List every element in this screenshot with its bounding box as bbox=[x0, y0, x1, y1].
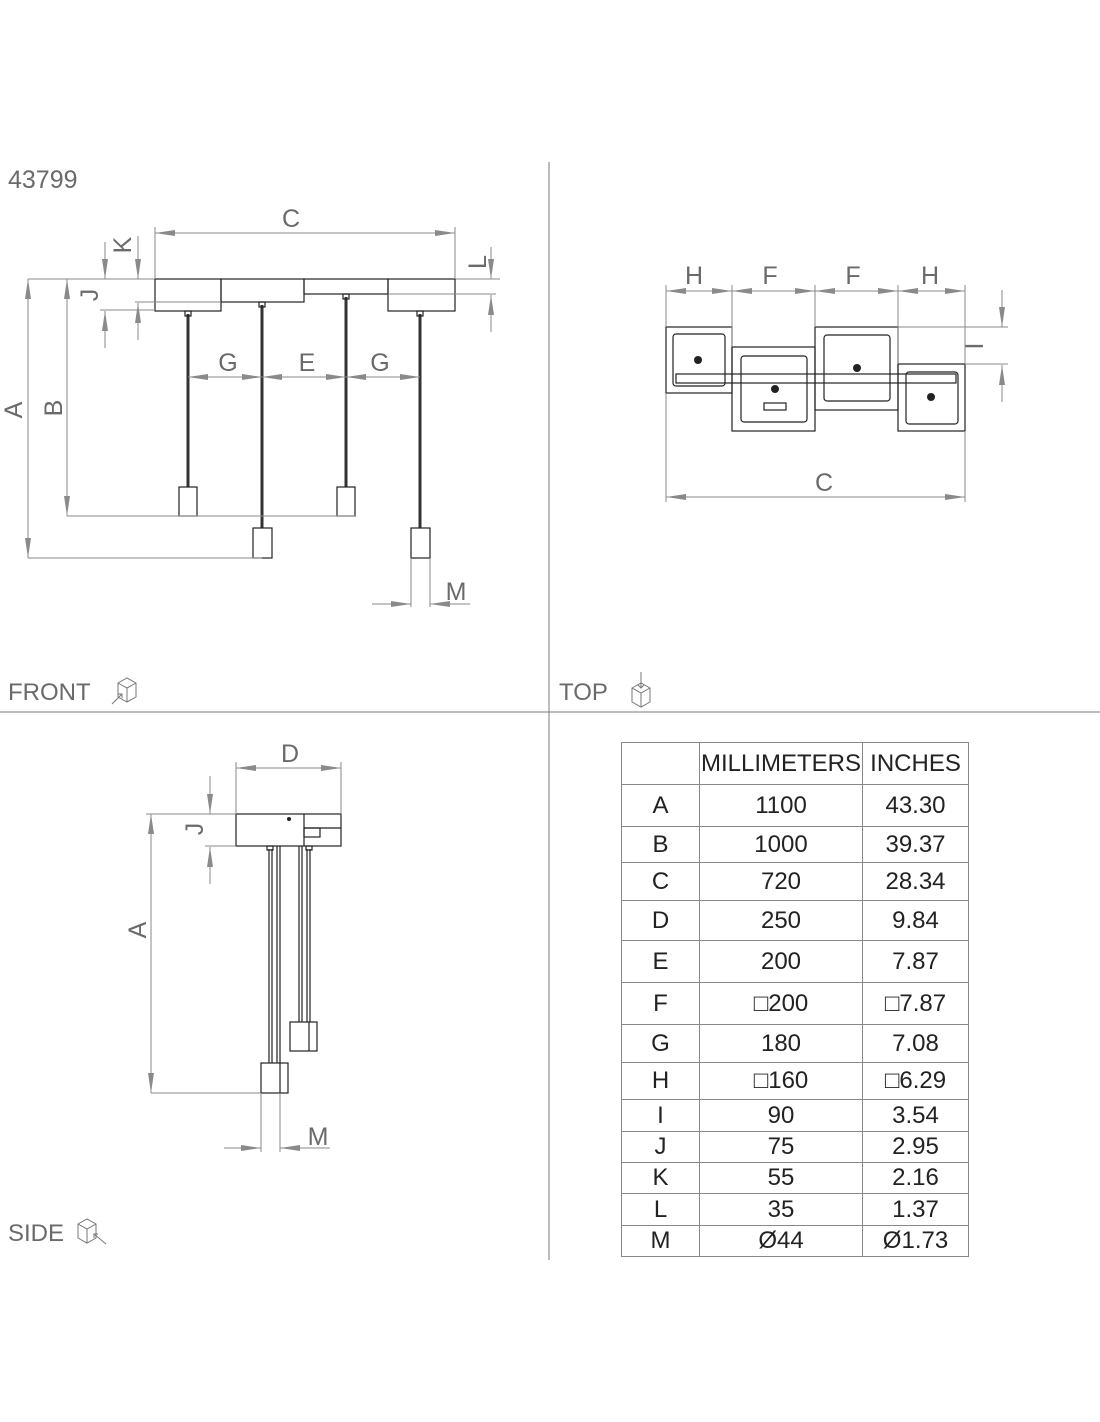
dim-label-f-right: F bbox=[845, 262, 860, 290]
row-key: B bbox=[621, 826, 700, 863]
row-millimeters: 180 bbox=[699, 1024, 863, 1063]
front-view-label: FRONT bbox=[8, 679, 91, 706]
row-inches: Ø1.73 bbox=[862, 1225, 969, 1257]
table-header-row: MILLIMETERS INCHES bbox=[621, 742, 969, 785]
dim-label-a-side: A bbox=[124, 921, 152, 938]
row-millimeters: Ø44 bbox=[699, 1225, 863, 1257]
row-millimeters: 55 bbox=[699, 1162, 863, 1194]
row-inches: 39.37 bbox=[862, 826, 969, 863]
top-view: H F F H I C TOP bbox=[559, 262, 1008, 708]
top-view-label: TOP bbox=[559, 679, 608, 706]
dim-label-f-left: F bbox=[762, 262, 777, 290]
dim-label-d: D bbox=[281, 740, 299, 768]
row-key: J bbox=[621, 1131, 700, 1163]
row-key: E bbox=[621, 940, 700, 983]
dim-label-g-right: G bbox=[370, 349, 389, 377]
row-inches: 28.34 bbox=[862, 862, 969, 901]
cube-side-view-icon bbox=[77, 1218, 107, 1245]
row-millimeters: 720 bbox=[699, 862, 863, 901]
dim-label-j-side: J bbox=[181, 823, 209, 836]
row-millimeters: 200 bbox=[699, 940, 863, 983]
row-key: H bbox=[621, 1062, 700, 1100]
row-millimeters: □200 bbox=[699, 982, 863, 1025]
side-canopy bbox=[235, 813, 342, 847]
row-key: A bbox=[621, 784, 700, 827]
pendant-shades bbox=[178, 486, 431, 559]
dim-label-c-top: C bbox=[815, 469, 833, 497]
cube-top-view-icon bbox=[631, 672, 651, 708]
row-millimeters: □160 bbox=[699, 1062, 863, 1100]
row-inches: □7.87 bbox=[862, 982, 969, 1025]
row-millimeters: 90 bbox=[699, 1099, 863, 1132]
dim-label-c: C bbox=[282, 205, 300, 233]
row-millimeters: 1100 bbox=[699, 784, 863, 827]
pendant-cords bbox=[184, 293, 424, 528]
row-millimeters: 1000 bbox=[699, 826, 863, 863]
row-key: M bbox=[621, 1225, 700, 1257]
header-inches: INCHES bbox=[862, 742, 969, 785]
dim-label-j: J bbox=[76, 289, 104, 302]
row-key: K bbox=[621, 1162, 700, 1194]
top-canopy-plates bbox=[665, 326, 966, 432]
row-inches: 43.30 bbox=[862, 784, 969, 827]
row-key: I bbox=[621, 1099, 700, 1132]
row-inches: 2.16 bbox=[862, 1162, 969, 1194]
header-key bbox=[621, 742, 700, 785]
dim-label-e: E bbox=[299, 349, 316, 377]
table-row: H□160□6.29 bbox=[621, 1062, 969, 1100]
dim-label-h-right: H bbox=[921, 262, 939, 290]
dim-label-m: M bbox=[446, 578, 467, 606]
side-view-label: SIDE bbox=[8, 1220, 64, 1247]
dim-label-i: I bbox=[961, 343, 989, 350]
row-inches: 1.37 bbox=[862, 1193, 969, 1226]
cube-front-view-icon bbox=[111, 677, 137, 705]
row-key: G bbox=[621, 1024, 700, 1063]
row-key: D bbox=[621, 900, 700, 941]
dim-label-b: B bbox=[40, 400, 68, 417]
dim-label-k: K bbox=[109, 236, 137, 253]
row-millimeters: 35 bbox=[699, 1193, 863, 1226]
dim-label-a: A bbox=[0, 401, 28, 418]
side-shades bbox=[260, 1021, 318, 1094]
front-view: C A B J K L G E G M FRON bbox=[0, 205, 500, 706]
row-inches: 3.54 bbox=[862, 1099, 969, 1132]
table-row: F□200□7.87 bbox=[621, 982, 969, 1025]
row-inches: 7.87 bbox=[862, 940, 969, 983]
model-number: 43799 bbox=[8, 166, 78, 194]
dim-label-h-left: H bbox=[685, 262, 703, 290]
side-view: D J A M SIDE bbox=[8, 740, 342, 1247]
row-key: L bbox=[621, 1193, 700, 1226]
row-inches: 9.84 bbox=[862, 900, 969, 941]
row-key: F bbox=[621, 982, 700, 1025]
row-inches: 7.08 bbox=[862, 1024, 969, 1063]
canopy bbox=[154, 278, 456, 312]
row-inches: □6.29 bbox=[862, 1062, 969, 1100]
dim-label-l: L bbox=[464, 255, 492, 269]
row-millimeters: 250 bbox=[699, 900, 863, 941]
header-millimeters: MILLIMETERS bbox=[699, 742, 863, 785]
side-cords bbox=[266, 845, 313, 1063]
dim-label-g-left: G bbox=[218, 349, 237, 377]
row-millimeters: 75 bbox=[699, 1131, 863, 1163]
row-key: C bbox=[621, 862, 700, 901]
row-inches: 2.95 bbox=[862, 1131, 969, 1163]
dim-label-m-side: M bbox=[308, 1123, 329, 1151]
